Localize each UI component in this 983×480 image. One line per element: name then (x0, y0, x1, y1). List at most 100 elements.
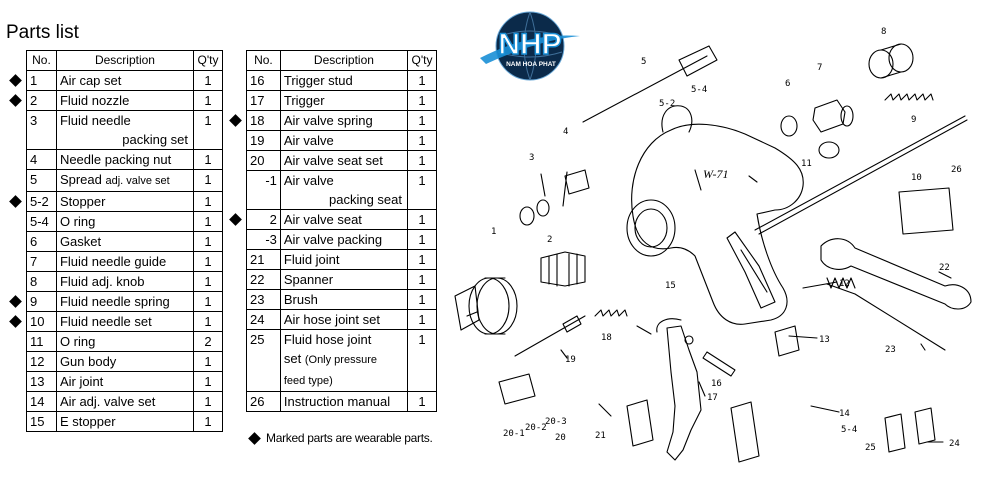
part-description-text: Fluid needle set (59, 314, 152, 329)
company-logo: NHP NAM HOA PHAT (480, 11, 580, 81)
logo-subtext: NAM HOA PHAT (506, 61, 556, 68)
fluid-hose-joint-illustration (884, 413, 906, 453)
callout-label: 12 (839, 279, 850, 289)
part-number: 1 (26, 70, 57, 91)
part-quantity: 1 (193, 371, 223, 392)
part-quantity: 1 (407, 269, 437, 290)
part-description: Spanner (279, 269, 409, 290)
part-quantity: 1 (193, 311, 223, 332)
part-description-text: Air joint (59, 374, 104, 389)
air-valve-spring-illustration (594, 309, 628, 317)
part-number: 8 (26, 271, 57, 292)
part-quantity: 1 (407, 289, 437, 310)
callout-label: 22 (939, 263, 950, 273)
part-description-text: Air valve (283, 133, 334, 148)
callout-label: 25 (865, 443, 876, 453)
header-description: Description (55, 50, 195, 71)
air-cap-illustration (454, 277, 518, 335)
part-description-text: Fluid needle (59, 113, 131, 128)
part-description-text: Trigger (283, 93, 325, 108)
part-quantity: 1 (193, 169, 223, 192)
part-quantity: 1 (407, 209, 437, 230)
part-description: Fluid joint (279, 249, 409, 270)
part-description-note: (Only pressure (304, 354, 377, 366)
brush-illustration (826, 283, 946, 351)
wearable-marker-icon (229, 212, 242, 226)
part-description-text: Spanner (283, 272, 334, 287)
part-quantity: 1 (407, 170, 437, 210)
callout-label: 9 (911, 115, 916, 125)
part-number: 21 (246, 249, 281, 270)
callout-label: 1 (491, 227, 496, 237)
part-description: Air adj. valve set (55, 391, 195, 412)
part-description-text: Air valve packing (283, 232, 383, 247)
header-qty: Q'ty (193, 50, 223, 71)
part-description: Brush (279, 289, 409, 310)
part-number: 7 (26, 251, 57, 272)
part-number: 3 (26, 110, 57, 150)
part-number: 23 (246, 289, 281, 310)
part-description-text: Trigger stud (283, 73, 353, 88)
part-description: Air joint (55, 371, 195, 392)
trigger-stud-illustration (702, 351, 736, 377)
part-quantity: 1 (193, 191, 223, 212)
part-description: Gun body (55, 351, 195, 372)
part-description-text: Air adj. valve set (59, 394, 156, 409)
part-number: 11 (26, 331, 57, 352)
callout-label: 23 (885, 345, 896, 355)
callout-label: 19 (565, 355, 576, 365)
part-number: 17 (246, 90, 281, 111)
part-number: 18 (246, 110, 281, 131)
part-description-text: Spread (59, 172, 102, 187)
part-quantity: 1 (407, 391, 437, 412)
fluid-needle-illustration (754, 115, 966, 231)
part-description: O ring (55, 331, 195, 352)
part-description: Instruction manual (279, 391, 409, 412)
part-quantity: 1 (193, 231, 223, 252)
part-number: 26 (246, 391, 281, 412)
callout-label: 13 (819, 335, 830, 345)
fluid-adj-knob-illustration (868, 43, 914, 79)
air-valve-illustration (514, 315, 586, 357)
callout-label: 20-3 (545, 417, 567, 427)
callout-label: 14 (839, 409, 850, 419)
header-qty: Q'ty (407, 50, 437, 71)
part-description: O ring (55, 211, 195, 232)
gun-body-illustration: W-71 (626, 105, 804, 325)
part-number: 9 (26, 291, 57, 312)
wearable-marker-icon (9, 314, 22, 328)
callout-label: 5-4 (841, 425, 857, 435)
part-description-text: Fluid adj. knob (59, 274, 145, 289)
part-quantity: 1 (193, 211, 223, 232)
part-description-line2: set (283, 351, 302, 366)
part-number: 13 (26, 371, 57, 392)
part-description-line2: packing seat (329, 192, 402, 207)
part-quantity: 1 (193, 149, 223, 170)
part-description-text: E stopper (59, 414, 116, 429)
part-description: Trigger stud (279, 70, 409, 91)
part-description: Spread adj. valve set (55, 169, 195, 192)
callout-label: 3 (529, 153, 534, 163)
part-quantity: 1 (407, 309, 437, 330)
wearable-marker-icon (229, 113, 242, 127)
callout-label: 4 (563, 127, 568, 137)
needle-guide-illustration (812, 99, 854, 133)
wearable-marker-icon (9, 73, 22, 87)
part-number: 10 (26, 311, 57, 332)
part-number: -1 (246, 170, 281, 210)
part-description: Trigger (279, 90, 409, 111)
part-description: Fluid needle set (55, 311, 195, 332)
part-description-note: feed type) (283, 375, 333, 387)
part-quantity: 1 (193, 90, 223, 111)
header-no: No. (26, 50, 57, 71)
part-description: Needle packing nut (55, 149, 195, 170)
callout-label: 20-2 (525, 423, 547, 433)
